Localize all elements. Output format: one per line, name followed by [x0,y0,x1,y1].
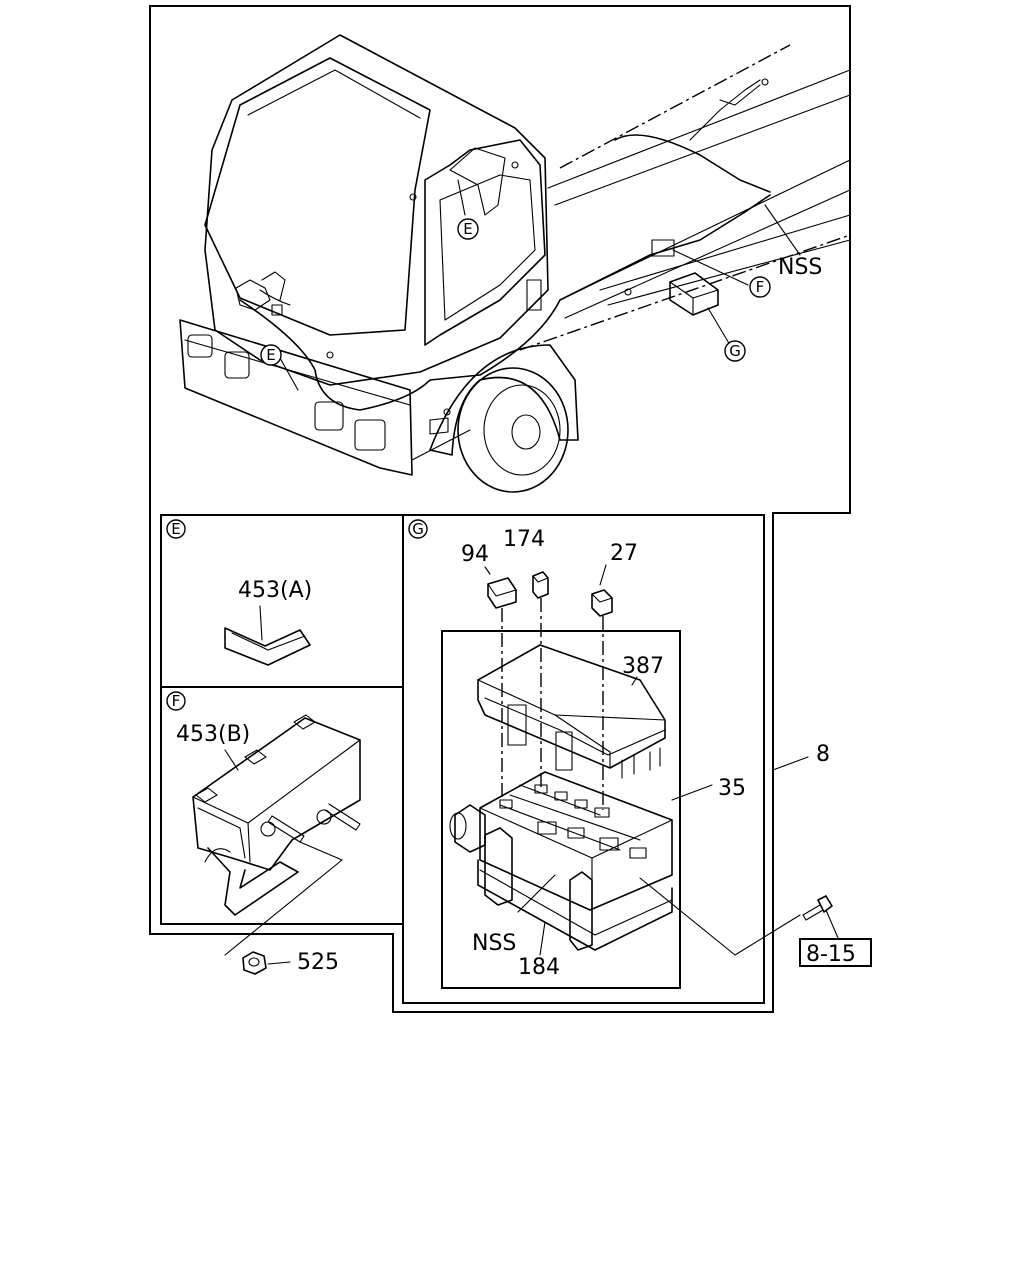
bolt-8-15 [802,895,839,939]
nss-fuse-leader [517,874,556,913]
ref-8-15-box [799,938,872,967]
fuse-block-35 [449,771,673,951]
nut-525 [224,841,343,975]
part-35-label: 35 [718,776,746,801]
truck-illustration [179,34,851,493]
part-453a-shape [224,605,311,666]
nss-fuse-label: NSS [472,931,516,956]
nss-label-main: NSS [778,255,822,280]
relay-94 [484,566,517,609]
fuse-box-cover-387 [477,644,666,779]
part-453b-shape [192,714,361,916]
callout-g-label: G [729,342,741,360]
callout-f: F [749,276,771,298]
callout-g: G [724,340,746,362]
panel-g-tag: G [408,519,428,539]
panel-f-tag-label: F [172,692,181,710]
part-453a-label: 453(A) [238,578,312,603]
part-174-label: 174 [503,527,545,552]
part-387-label: 387 [622,654,664,679]
part-8-label: 8 [816,742,830,767]
part-94-label: 94 [461,542,489,567]
outer-frame [149,5,851,1013]
p35-leader [671,784,713,801]
part-525-label: 525 [297,950,339,975]
callout-e-top-label: E [463,220,472,238]
bolt-leader [639,877,801,956]
ref-8-15-label: 8-15 [806,942,856,967]
panel-e-tag-label: E [171,520,180,538]
fuse-box-frame [441,630,681,989]
fuse-27 [591,564,613,617]
panel-g-tag-label: G [412,520,424,538]
part-453b-label: 453(B) [176,722,250,747]
callout-e-top: E [457,218,479,240]
p8-leader [772,756,809,771]
part-184-label: 184 [518,955,560,980]
fuse-174 [532,571,549,599]
panel-g-frame [402,514,765,1004]
p184-leader [539,921,546,956]
panel-e-tag: E [166,519,186,539]
callout-e-front: E [260,344,282,366]
callout-e-front-label: E [266,346,275,364]
part-27-label: 27 [610,541,638,566]
callout-f-label: F [756,278,765,296]
panel-f-tag: F [166,691,186,711]
